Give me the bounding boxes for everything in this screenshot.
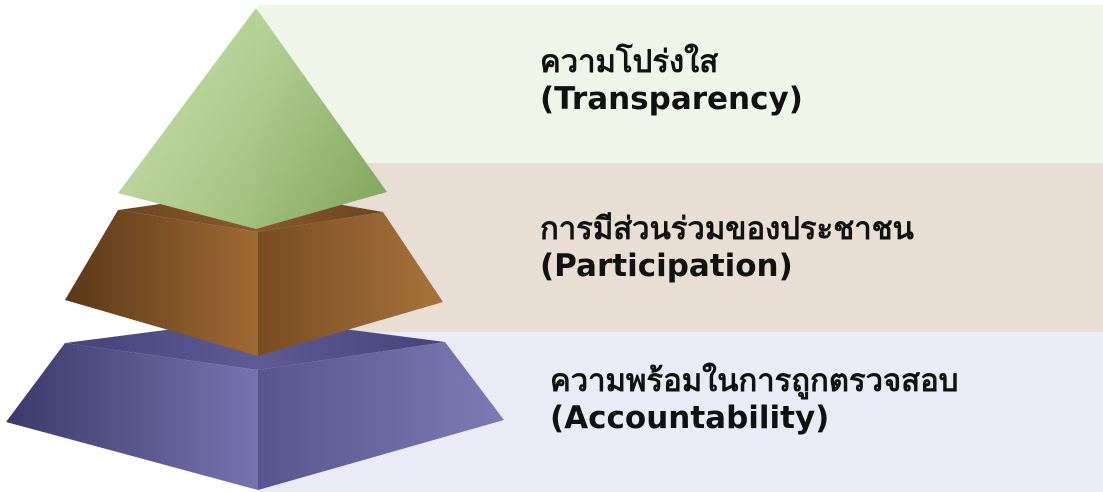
label-transparency-english: (Transparency) [540, 81, 803, 118]
label-accountability-english: (Accountability) [550, 400, 830, 437]
label-participation-english: (Participation) [540, 248, 793, 285]
pyramid-tier-bottom [6, 318, 504, 490]
band-transparency [258, 5, 1103, 163]
label-accountability-thai: ความพร้อมในการถูกตรวจสอบ [550, 363, 959, 399]
label-transparency-thai: ความโปร่งใส [540, 44, 719, 80]
pyramid-graphic [6, 8, 504, 490]
label-accountability: ความพร้อมในการถูกตรวจสอบ (Accountability… [550, 363, 958, 437]
label-transparency: ความโปร่งใส (Transparency) [540, 44, 803, 118]
pyramid-tier-top [118, 8, 387, 229]
label-participation: การมีส่วนร่วมของประชาชน (Participation) [540, 211, 914, 285]
label-participation-thai: การมีส่วนร่วมของประชาชน [540, 211, 914, 247]
